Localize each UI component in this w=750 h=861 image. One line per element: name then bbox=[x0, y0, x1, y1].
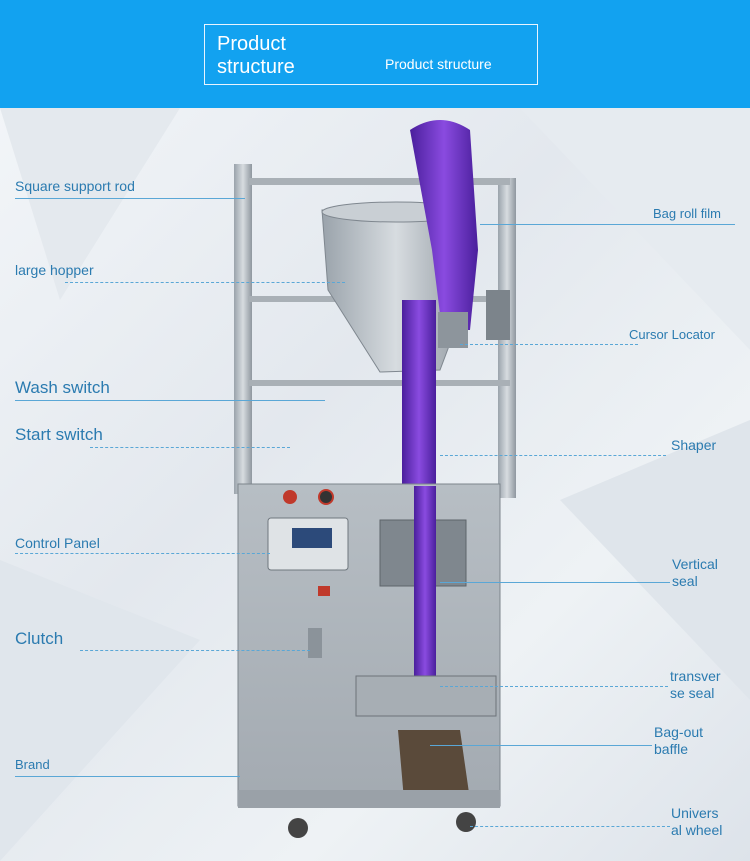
bag-out-baffle-device bbox=[398, 730, 470, 800]
left-upright bbox=[234, 164, 252, 494]
clutch-lever bbox=[308, 628, 322, 658]
universal-wheel-device bbox=[456, 812, 476, 832]
leader-line bbox=[15, 553, 270, 554]
bg-facet bbox=[0, 108, 180, 300]
panel-button bbox=[318, 586, 330, 596]
label-square-support-rod: Square support rod bbox=[15, 178, 135, 194]
panel-screen bbox=[292, 528, 332, 548]
label-brand: Brand bbox=[15, 757, 50, 772]
bg-facet bbox=[0, 560, 200, 861]
label-clutch: Clutch bbox=[15, 629, 64, 648]
support-rod bbox=[248, 380, 510, 386]
leader-line bbox=[440, 455, 666, 456]
leader-line bbox=[90, 447, 290, 448]
label-bag-out-baffle: Bag-out baffle bbox=[654, 724, 704, 757]
film-strip bbox=[402, 300, 436, 490]
film-roll bbox=[410, 120, 478, 330]
label-bag-roll-film: Bag roll film bbox=[653, 206, 721, 221]
wash-switch-knob bbox=[283, 490, 297, 504]
label-transverse-seal: transver se seal bbox=[670, 668, 721, 701]
leader-line bbox=[470, 826, 670, 827]
leader-line bbox=[15, 776, 240, 777]
locator-bracket bbox=[486, 290, 510, 340]
film-tube bbox=[414, 486, 436, 682]
page-title: Product structure bbox=[217, 33, 295, 78]
leader-line bbox=[430, 745, 652, 746]
label-shaper: Shaper bbox=[671, 437, 717, 453]
label-start-switch: Start switch bbox=[15, 425, 103, 444]
leader-line bbox=[65, 282, 345, 283]
start-switch-knob bbox=[318, 489, 334, 505]
universal-wheel-device bbox=[288, 818, 308, 838]
page-subtitle: Product structure bbox=[385, 56, 492, 72]
leader-line bbox=[440, 686, 668, 687]
label-vertical-seal: Vertical seal bbox=[672, 556, 718, 589]
machine-base bbox=[238, 790, 500, 808]
label-large-hopper: large hopper bbox=[15, 262, 94, 278]
title-box: Product structure Product structure bbox=[204, 24, 538, 85]
leader-line bbox=[15, 198, 245, 199]
header-banner: Product structure Product structure bbox=[0, 0, 750, 108]
leader-line bbox=[480, 224, 735, 225]
leader-line bbox=[80, 650, 310, 651]
label-cursor-locator: Cursor Locator bbox=[629, 327, 715, 342]
leader-line bbox=[440, 582, 670, 583]
leader-line bbox=[460, 344, 638, 345]
transverse-seal-block bbox=[355, 675, 497, 717]
support-rod bbox=[248, 178, 510, 185]
bg-facet bbox=[560, 420, 750, 700]
label-control-panel: Control Panel bbox=[15, 535, 100, 551]
bg-facet bbox=[520, 108, 750, 350]
label-wash-switch: Wash switch bbox=[15, 378, 110, 397]
leader-line bbox=[15, 400, 325, 401]
label-universal-wheel: Univers al wheel bbox=[671, 805, 723, 838]
cursor-locator-device bbox=[438, 312, 468, 348]
